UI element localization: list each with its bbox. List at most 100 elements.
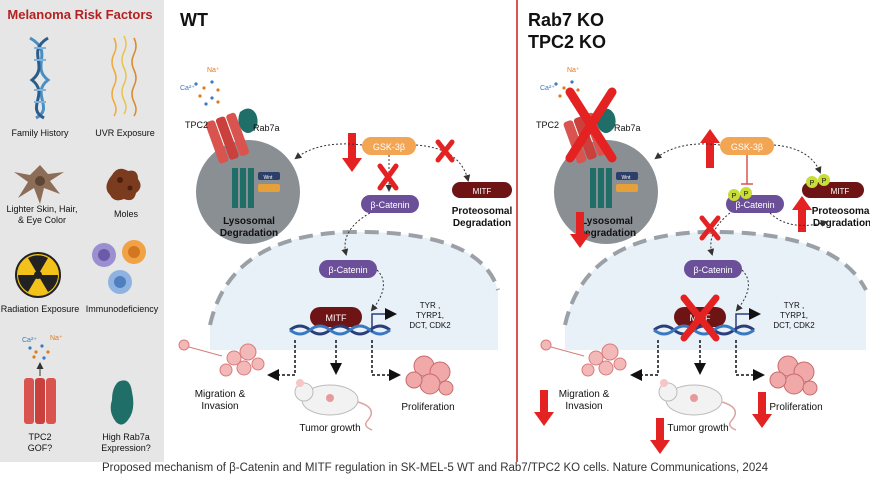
ko-mitf-phospho-2 [818, 174, 830, 186]
immune-cells-icon [92, 240, 146, 294]
wt-tpc2-channel [205, 112, 250, 164]
ko-lyso-label1: Lysosomal [581, 216, 633, 227]
diagram-canvas: Melanoma Risk Factors Family History UVR… [0, 0, 870, 462]
wt-panel: Wnt Lysosomal Degradation Ca²⁺ Na⁺ TPC2 … [178, 67, 513, 434]
rab7a-icon [110, 380, 134, 425]
ko-prolif-down-arrow [752, 392, 772, 428]
ko-x-mark-mitf [680, 294, 720, 342]
wt-proliferation-cells [405, 355, 454, 396]
ko-bcat-nuc [684, 260, 742, 278]
wt-bcat-cyto [361, 195, 419, 213]
ko-lyso-down-arrow [570, 212, 590, 248]
uvr-exposure-label: UVR Exposure [95, 128, 155, 138]
wt-mitf-tf [310, 307, 362, 327]
ko-tpc2-label: TPC2 [536, 120, 559, 130]
wt-migration-cells [178, 339, 265, 377]
wt-nuclear-envelope [208, 229, 500, 326]
high-rab7a-label: High Rab7a [102, 432, 150, 442]
wt-mouse-icon [294, 379, 373, 431]
wt-migration-label2: Invasion [201, 401, 238, 412]
wt-rab7a-label: Rab7a [253, 123, 280, 133]
ko-ion-dots [554, 80, 580, 100]
ko-migration-label2: Invasion [565, 401, 602, 412]
wt-mitf-proteo-label: MITF [473, 187, 492, 196]
ko-bcat-p1-label: P [732, 193, 737, 200]
wt-mitf-tf-label: MITF [326, 313, 347, 323]
wt-mitf-proteosome [452, 182, 512, 198]
figure-caption: Proposed mechanism of β-Catenin and MITF… [101, 462, 769, 474]
ko-panel: Wnt Lysosomal Degradation Ca²⁺ Na⁺ TPC2 … [534, 67, 870, 454]
wt-title: WT [180, 10, 208, 30]
wt-x-mark-gsk-mitf [435, 139, 455, 163]
melanocyte-icon [14, 165, 64, 204]
wt-genes2: TYRP1, [416, 311, 444, 320]
mole-icon [106, 168, 141, 201]
ko-wnt-label: Wnt [622, 175, 632, 181]
ko-mitf-p1-label: P [810, 180, 815, 187]
expression-label: Expression? [101, 443, 151, 453]
wt-bcat-nuc-label: β-Catenin [328, 265, 367, 275]
wt-proteo-label2: Degradation [453, 218, 511, 229]
wt-proteo-label1: Proteosomal [452, 206, 513, 217]
wt-tpc2-label: TPC2 [185, 120, 208, 130]
wt-lyso-label1: Lysosomal [223, 216, 275, 227]
ko-mitf-p2-label: P [822, 178, 827, 185]
wt-rab7a-protein [238, 108, 258, 133]
ko-lyso-label2: Degradation [578, 228, 636, 239]
ko-genes2: TYRP1, [780, 311, 808, 320]
wt-bcat-nuc [319, 260, 377, 278]
gof-label: GOF? [28, 443, 53, 453]
dna-icon [29, 36, 51, 120]
ko-mouse-icon [658, 379, 737, 431]
ko-na-label: Na⁺ [567, 67, 580, 74]
ko-bcat-phospho-2 [740, 187, 752, 199]
immunodeficiency-label: Immunodeficiency [86, 304, 159, 314]
radiation-exposure-label: Radiation Exposure [1, 304, 80, 314]
eye-color-label: & Eye Color [18, 215, 66, 225]
ko-prolif-label: Proliferation [769, 402, 822, 413]
wt-gsk-label: GSK-3β [373, 142, 405, 152]
sidebar-na-label: Na⁺ [50, 335, 63, 342]
wt-tumor-label: Tumor growth [299, 423, 360, 434]
ko-bcat-cyto-label: β-Catenin [735, 200, 774, 210]
family-history-label: Family History [11, 128, 69, 138]
wt-lyso-label2: Degradation [220, 228, 278, 239]
ko-mitf-proteosome [802, 182, 864, 198]
ko-ca-label: Ca²⁺ [540, 85, 555, 92]
ko-migration-cells [540, 339, 627, 377]
ko-gsk-up-arrow [700, 129, 720, 168]
ko-gsk-label: GSK-3β [731, 142, 763, 152]
wt-migration-label1: Migration & [195, 389, 246, 400]
tpc2-label: TPC2 [28, 432, 51, 442]
ko-tumor-label: Tumor growth [667, 423, 728, 434]
ko-bcat-p2-label: P [744, 191, 749, 198]
ko-title-line2: TPC2 KO [528, 32, 606, 52]
radiation-icon [15, 252, 61, 298]
ko-rab7a-label: Rab7a [614, 123, 641, 133]
sidebar-ion-dots [28, 344, 50, 360]
ko-migration-label1: Migration & [559, 389, 610, 400]
ko-migration-down-arrow [534, 390, 554, 426]
ko-mitf-phospho-1 [806, 176, 818, 188]
wt-wnt-label: Wnt [264, 175, 274, 181]
ko-proteo-up-arrow [792, 196, 812, 232]
ko-bcat-nuc-label: β-Catenin [693, 265, 732, 275]
ko-genes1: TYR , [784, 301, 804, 310]
sidebar-title: Melanoma Risk Factors [7, 7, 152, 22]
wt-prolif-label: Proliferation [401, 402, 454, 413]
wt-promoter-arrow [371, 308, 397, 332]
wt-genes1: TYR , [420, 301, 440, 310]
ko-mitf-proteo-label: MITF [831, 187, 850, 196]
ko-bcat-cyto [726, 195, 784, 213]
wt-x-mark-gsk-bcat [377, 163, 399, 191]
wt-ca-label: Ca²⁺ [180, 85, 195, 92]
wt-ion-dots [194, 80, 220, 106]
wt-na-label: Na⁺ [207, 67, 220, 74]
ko-tumor-down-arrow [650, 418, 670, 454]
ko-title-line1: Rab7 KO [528, 10, 604, 30]
wt-gsk3b [362, 137, 416, 155]
lighter-skin-label: Lighter Skin, Hair, [6, 204, 77, 214]
channel-icon [24, 378, 56, 424]
wt-gsk-down-arrow [342, 133, 362, 172]
